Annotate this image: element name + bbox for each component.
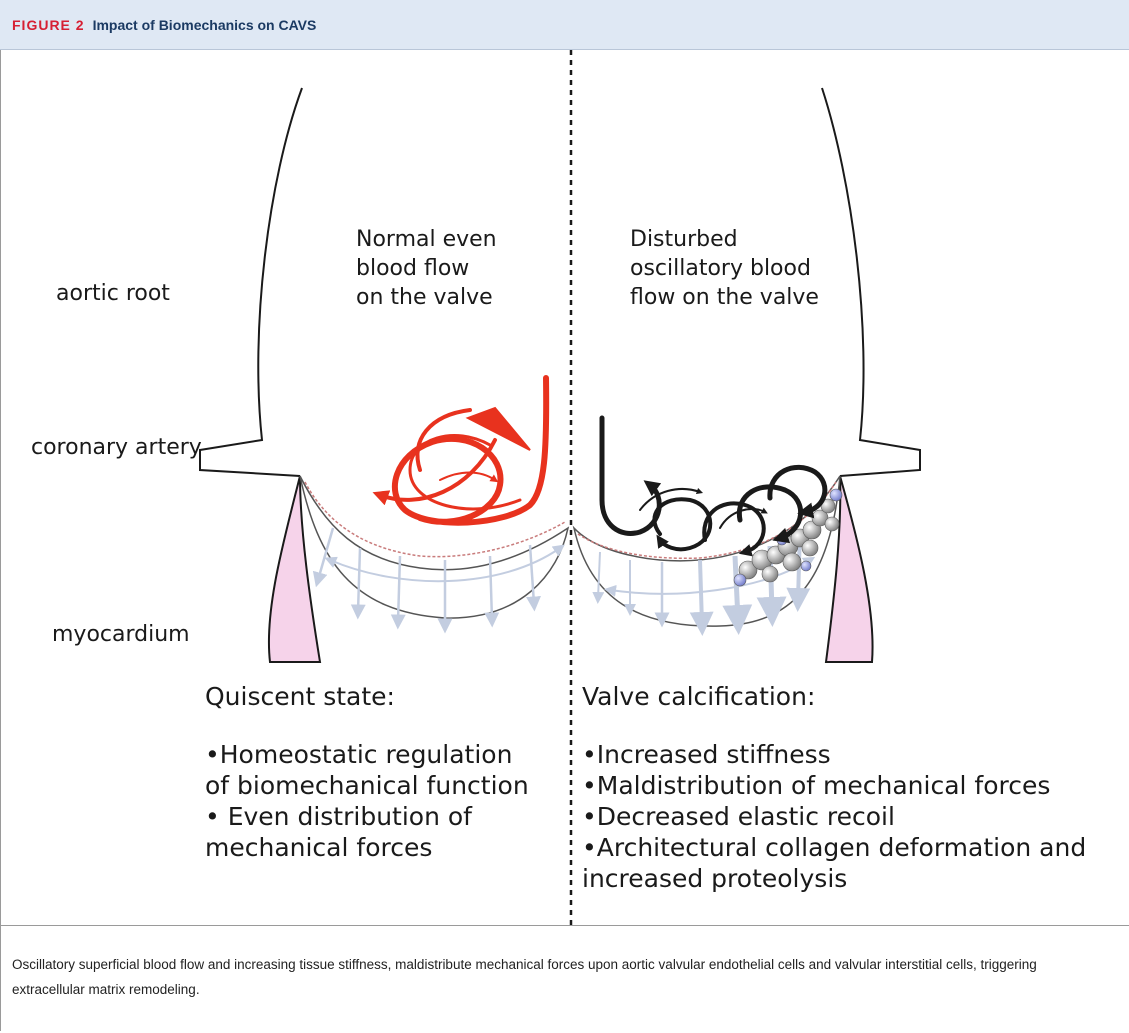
disturbed-flow-label: Disturbed oscillatory blood flow on the … [630, 227, 819, 310]
quiescent-line-1: •Homeostatic regulation [205, 740, 512, 769]
normal-flow-label: Normal even blood flow on the valve [356, 227, 497, 310]
figure-title: Impact of Biomechanics on CAVS [93, 17, 317, 33]
normal-flow-line-3: on the valve [356, 285, 493, 310]
disturbed-flow-line-2: oscillatory blood [630, 256, 811, 281]
calcification-line-1: •Increased stiffness [582, 740, 831, 769]
disturbed-flow-line-3: flow on the valve [630, 285, 819, 310]
biomechanics-diagram: aortic root coronary artery myocardium N… [0, 50, 1129, 925]
calcification-line-3: •Decreased elastic recoil [582, 802, 895, 831]
quiescent-line-4: mechanical forces [205, 833, 432, 862]
normal-flow-line-1: Normal even [356, 227, 497, 252]
calcification-line-2: •Maldistribution of mechanical forces [582, 771, 1050, 800]
aortic-wall-right [822, 88, 920, 476]
calcification-line-4: •Architectural collagen deformation and [582, 833, 1086, 862]
figure-header: FIGURE 2 Impact of Biomechanics on CAVS [0, 0, 1129, 50]
aortic-wall-left [200, 88, 302, 476]
figure-label: FIGURE 2 [12, 17, 85, 33]
disturbed-blood-flow [602, 368, 825, 552]
label-coronary-artery: coronary artery [31, 435, 202, 460]
quiescent-line-2: of biomechanical function [205, 771, 529, 800]
label-myocardium: myocardium [52, 622, 190, 647]
figure-caption: Oscillatory superficial blood flow and i… [12, 952, 1112, 1002]
normal-blood-flow [380, 292, 546, 523]
quiescent-line-3: • Even distribution of [205, 802, 473, 831]
caption-divider [0, 925, 1129, 926]
normal-flow-line-2: blood flow [356, 256, 469, 281]
quiescent-heading: Quiscent state: [205, 682, 395, 711]
calcification-block: Valve calcification: •Increased stiffnes… [582, 682, 1086, 893]
quiescent-state-block: Quiscent state: •Homeostatic regulation … [205, 682, 529, 862]
label-aortic-root: aortic root [56, 281, 170, 306]
calcification-line-5: increased proteolysis [582, 864, 847, 893]
calcification-heading: Valve calcification: [582, 682, 815, 711]
disturbed-flow-line-1: Disturbed [630, 227, 738, 252]
